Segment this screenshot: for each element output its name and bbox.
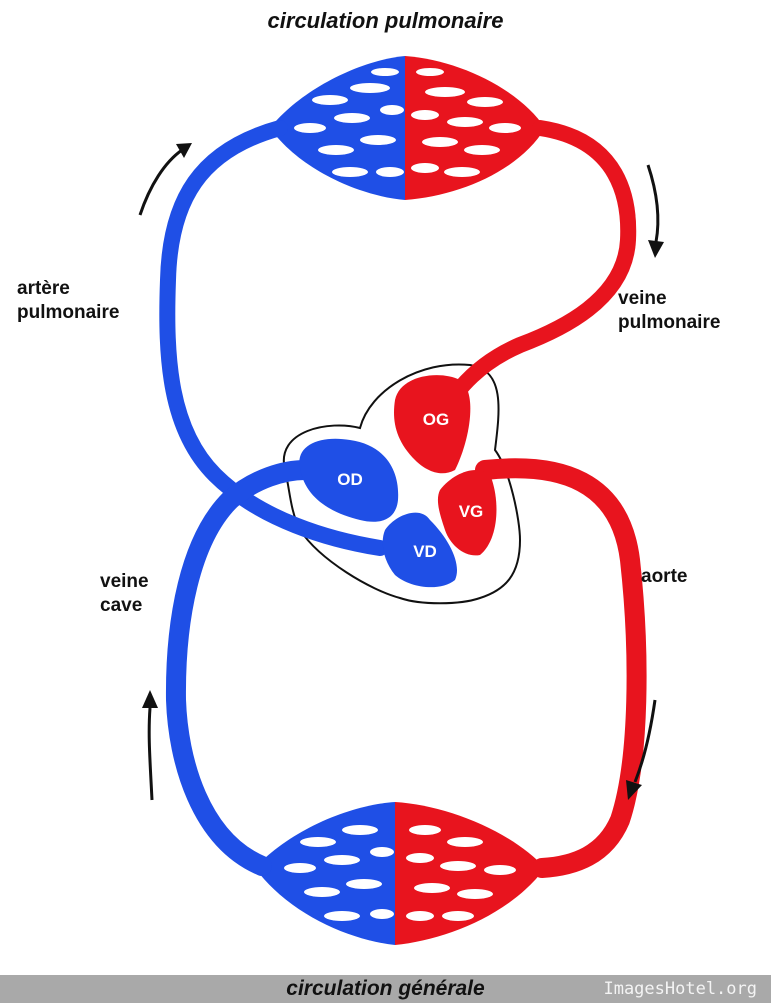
footer-bar: circulation générale ImagesHotel.org xyxy=(0,975,771,1003)
arrow-up-left-head-icon xyxy=(176,143,192,158)
arrow-up-bottom-left-head-icon xyxy=(142,690,158,708)
arrow-down-right-icon xyxy=(648,165,658,242)
chamber-od-label: OD xyxy=(320,470,380,490)
pulmonary-circulation-title: circulation pulmonaire xyxy=(0,8,771,34)
arrow-down-right-head-icon xyxy=(648,240,664,258)
pulmonary-artery-label-line1: artère xyxy=(17,277,119,301)
chamber-vg-label: VG xyxy=(441,502,501,522)
arrow-up-bottom-left-icon xyxy=(149,708,152,800)
watermark: ImagesHotel.org xyxy=(603,978,757,1000)
systemic-capillary-bed xyxy=(255,802,545,945)
pulmonary-vein-label-line2: pulmonaire xyxy=(618,311,720,335)
chamber-vd-label: VD xyxy=(395,542,455,562)
pulmonary-artery-label: artère pulmonaire xyxy=(17,277,119,325)
pulmonary-vein-label: veine pulmonaire xyxy=(618,287,720,335)
pulmonary-vein-label-line1: veine xyxy=(618,287,720,311)
vena-cava-label-line2: cave xyxy=(100,594,149,618)
pulmonary-capillary-bed xyxy=(270,56,545,200)
vena-cava-label: veine cave xyxy=(100,570,149,618)
vena-cava-label-line1: veine xyxy=(100,570,149,594)
aorta-label: aorte xyxy=(641,565,687,589)
pulmonary-artery-label-line2: pulmonaire xyxy=(17,301,119,325)
chamber-og-label: OG xyxy=(406,410,466,430)
